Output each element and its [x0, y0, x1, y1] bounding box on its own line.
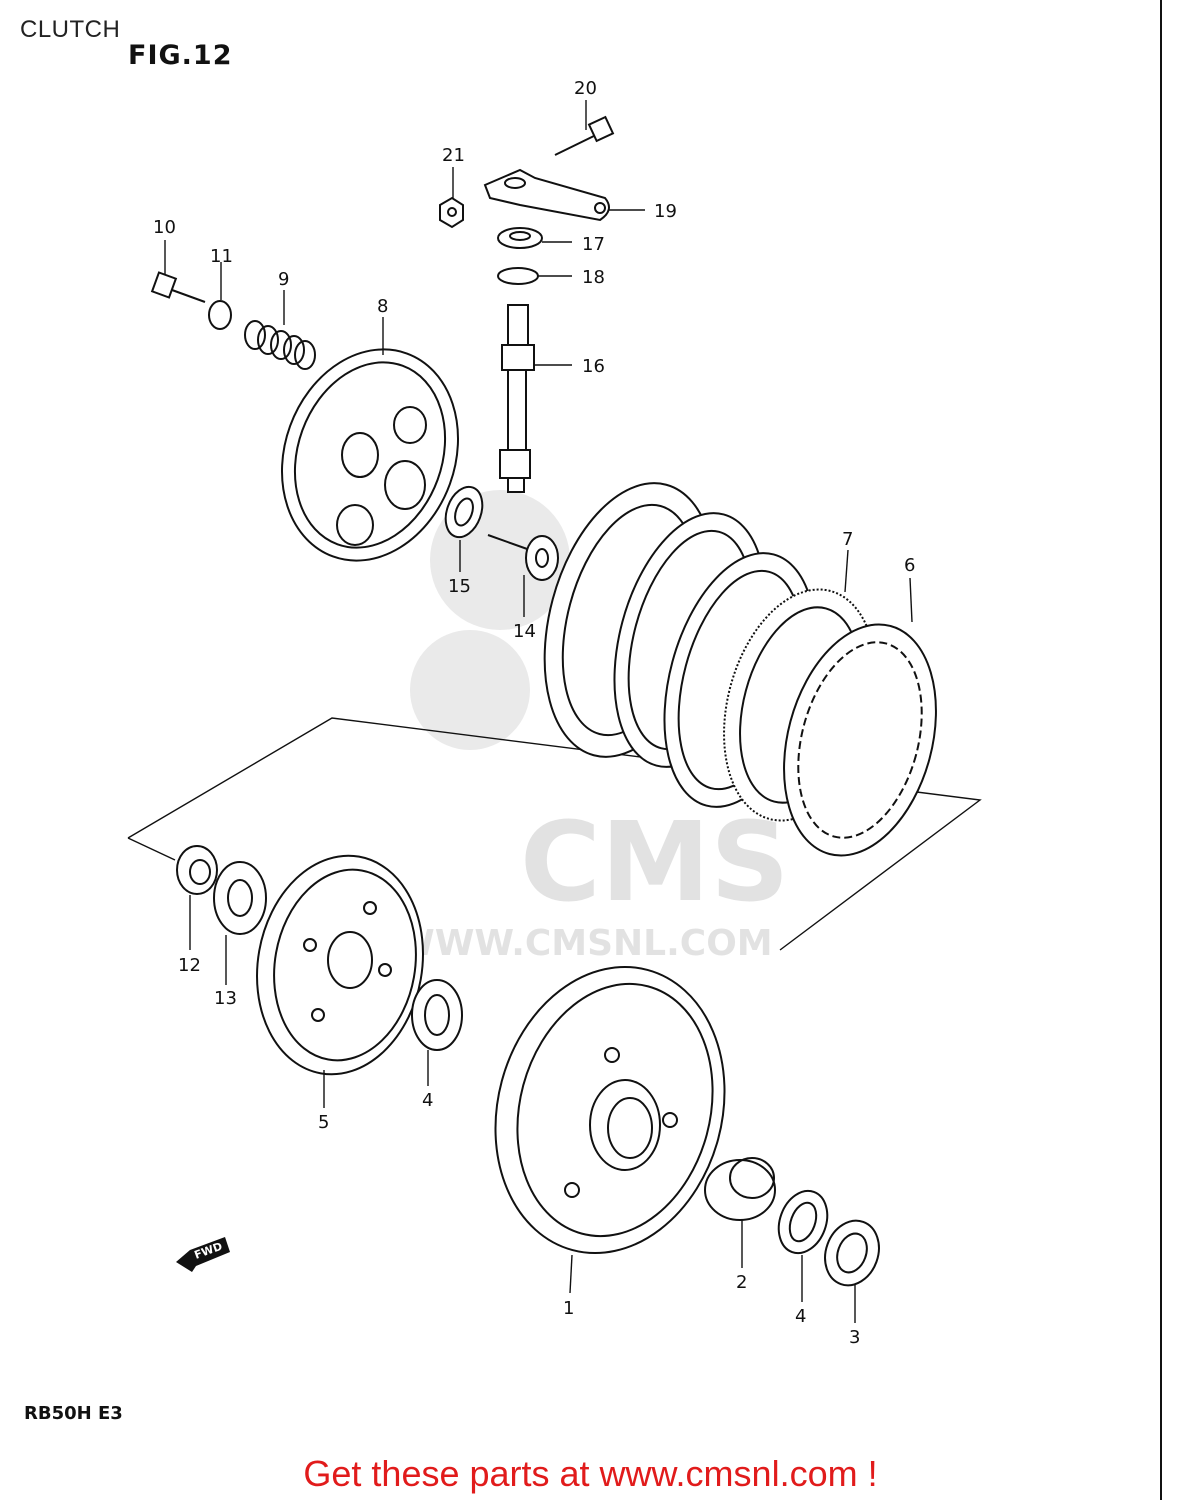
callout-20: 20 [574, 78, 597, 99]
cms-watermark: CMS WWW.CMSNL.COM [395, 490, 789, 964]
callout-8: 8 [377, 296, 388, 317]
callout-1: 1 [563, 1298, 574, 1319]
part-5-sleeve-hub [256, 854, 424, 1076]
callout-11: 11 [210, 246, 233, 267]
part-18-washer [497, 267, 539, 285]
leader-lines [164, 100, 913, 1323]
callout-7: 7 [842, 529, 853, 550]
callout-3: 3 [849, 1327, 860, 1348]
part-4-washer-lower [777, 1189, 829, 1255]
part-8-pressure-plate [280, 348, 460, 562]
part-15-bearing [444, 485, 484, 539]
watermark-url: WWW.CMSNL.COM [395, 923, 773, 964]
callout-4-upper: 4 [422, 1090, 433, 1111]
part-13-lock-washer [213, 861, 267, 935]
callout-14: 14 [513, 621, 536, 642]
callout-5: 5 [318, 1112, 329, 1133]
part-19-release-arm [483, 168, 610, 222]
part-14-push-piece [487, 534, 559, 581]
part-12-nut [176, 845, 218, 895]
callout-13: 13 [214, 988, 237, 1009]
callout-10: 10 [153, 217, 176, 238]
callout-21: 21 [442, 145, 465, 166]
part-21-nut [439, 196, 464, 229]
callout-17: 17 [582, 234, 605, 255]
callout-12: 12 [178, 955, 201, 976]
part-callouts: 1 2 3 4 4 5 6 7 8 9 10 11 12 13 14 15 16… [153, 78, 915, 1348]
part-17-oil-seal [497, 227, 543, 249]
part-1-clutch-housing [494, 965, 726, 1255]
fwd-arrow-icon: FWD [176, 1237, 230, 1272]
callout-15: 15 [448, 576, 471, 597]
part-6-driven-plate [783, 623, 937, 857]
part-16-release-shaft [499, 304, 535, 493]
callout-4-lower: 4 [795, 1306, 806, 1327]
watermark-brand: CMS [520, 798, 789, 926]
callout-2: 2 [736, 1272, 747, 1293]
promo-link[interactable]: Get these parts at www.cmsnl.com ! [303, 1453, 878, 1494]
part-9-spring [244, 320, 316, 370]
part-20-bolt [554, 115, 615, 156]
part-11-washer [208, 300, 232, 330]
callout-16: 16 [582, 356, 605, 377]
callout-19: 19 [654, 201, 677, 222]
part-2-spacer [704, 1157, 776, 1221]
callout-9: 9 [278, 269, 289, 290]
page-edge-rule [1160, 0, 1162, 1500]
section-title: CLUTCH [20, 16, 121, 43]
figure-title: FIG.12 [128, 40, 233, 71]
model-code: RB50H E3 [24, 1403, 123, 1424]
part-10-bolt [150, 271, 206, 303]
part-4-thrust-washer [411, 979, 463, 1051]
part-3-bearing [824, 1219, 880, 1287]
callout-18: 18 [582, 267, 605, 288]
callout-6: 6 [904, 555, 915, 576]
